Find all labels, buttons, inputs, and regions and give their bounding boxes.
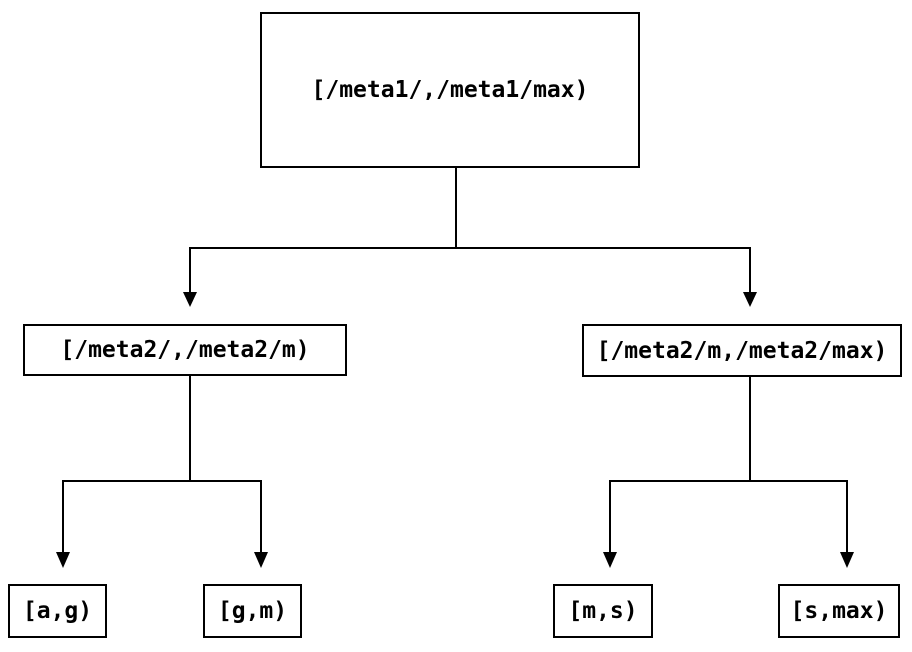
- edge-arrowheads: [56, 292, 854, 568]
- edge-left-branch: [62, 480, 262, 552]
- edge-right-branch: [609, 480, 848, 552]
- node-left-child: [/meta2/,/meta2/m): [23, 324, 347, 376]
- node-root-label: [/meta1/,/meta1/max): [311, 77, 589, 103]
- arrowhead-to-right: [743, 292, 757, 307]
- node-leaf-ms: [m,s): [553, 584, 653, 638]
- node-leaf-gm: [g,m): [203, 584, 302, 638]
- edge-root-branch: [189, 247, 751, 292]
- edge-lines: [62, 168, 848, 552]
- node-leaf-smax: [s,max): [778, 584, 900, 638]
- node-leaf-gm-label: [g,m): [217, 598, 288, 624]
- node-left-child-label: [/meta2/,/meta2/m): [60, 337, 310, 363]
- node-right-child-label: [/meta2/m,/meta2/max): [596, 337, 888, 364]
- arrowhead-to-leaf-ms: [603, 552, 617, 568]
- node-leaf-ms-label: [m,s): [568, 598, 638, 624]
- node-right-child: [/meta2/m,/meta2/max): [582, 324, 902, 377]
- arrowhead-to-leaf-smax: [840, 552, 854, 568]
- node-leaf-smax-label: [s,max): [790, 598, 888, 624]
- arrowhead-to-leaf-ag: [56, 552, 70, 568]
- node-leaf-ag-label: [a,g): [22, 598, 93, 624]
- node-leaf-ag: [a,g): [8, 584, 107, 638]
- arrowhead-to-left: [183, 292, 197, 307]
- node-root: [/meta1/,/meta1/max): [260, 12, 640, 168]
- arrowhead-to-leaf-gm: [254, 552, 268, 568]
